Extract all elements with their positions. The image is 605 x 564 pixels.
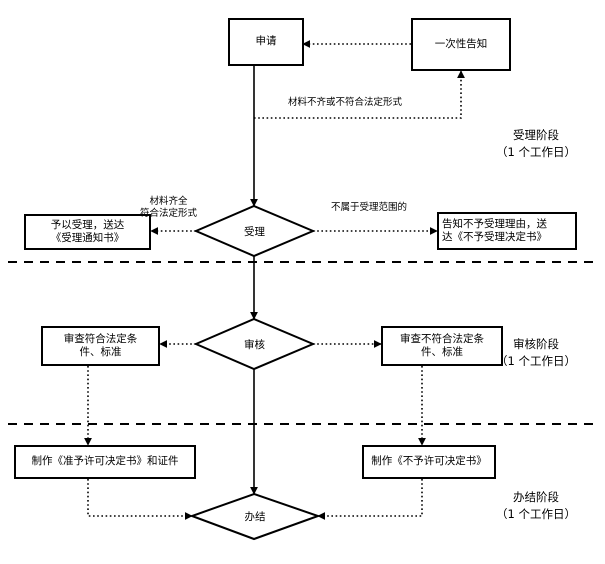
node-accept-no-line2: 达《不予受理决定书》 [442,231,547,243]
edge-label-incomplete-materials-text: 材料不齐或不符合法定形式 [288,97,403,108]
edge-label-out-of-scope: 不属于受理范围的 [331,202,407,214]
node-one-time-notice[interactable]: 一次性告知 [411,18,511,71]
stage-label-acceptance-duration: （1 个工作日） [496,145,576,160]
edge-approval-to-finish [87,479,193,520]
edge-label-complete-materials-line1: 材料齐全 [149,196,188,207]
node-accept-no-line1: 告知不予受理理由，送 [442,217,547,230]
node-one-time-notice-label: 一次性告知 [434,37,488,50]
node-review-fail-line1: 审查不符合法定条 [400,332,484,345]
node-accept-yes[interactable]: 予以受理，送达 《受理通知书》 [24,214,151,250]
node-review-pass-line2: 件、标准 [79,346,122,358]
decision-review[interactable]: 审核 [196,319,313,369]
edge-label-out-of-scope-text: 不属于受理范围的 [331,202,408,213]
node-accept-no[interactable]: 告知不予受理理由，送 达《不予受理决定书》 [437,212,577,250]
node-apply[interactable]: 申请 [228,18,304,66]
decision-finish-shape [189,492,322,541]
decision-finish-label: 办结 [244,511,266,523]
edge-label-incomplete-materials: 材料不齐或不符合法定形式 [288,97,402,109]
edge-label-complete-materials-line2: 符合法定形式 [140,208,198,220]
node-make-rejection[interactable]: 制作《不予许可决定书》 [362,445,496,479]
node-apply-label: 申请 [255,35,277,48]
stage-label-acceptance: 受理阶段 （1 个工作日） [496,127,576,162]
stage-label-review: 审核阶段 （1 个工作日） [496,336,576,371]
node-make-approval[interactable]: 制作《准予许可决定书》和证件 [14,445,196,479]
edge-accept-to-notice [254,70,465,119]
decision-accept[interactable]: 受理 [196,206,313,256]
node-accept-yes-line1: 予以受理，送达 [50,218,125,231]
decision-accept-shape [193,204,316,258]
stage-label-completion-name: 办结阶段 [512,490,559,504]
stage-label-acceptance-name: 受理阶段 [512,128,559,142]
decision-finish[interactable]: 办结 [192,494,318,539]
node-review-fail[interactable]: 审查不符合法定条 件、标准 [381,326,503,366]
node-review-pass[interactable]: 审查符合法定条 件、标准 [41,326,160,366]
node-accept-yes-line2: 《受理通知书》 [50,232,125,244]
edge-label-complete-materials: 材料齐全 符合法定形式 [140,196,197,221]
stage-label-completion: 办结阶段 （1 个工作日） [496,489,576,524]
node-review-pass-line1: 审查符合法定条 [63,332,138,345]
node-make-rejection-label: 制作《不予许可决定书》 [371,455,487,468]
decision-accept-label: 受理 [244,225,265,238]
stage-label-review-name: 审核阶段 [512,337,559,351]
decision-review-shape [193,317,316,371]
node-make-approval-label: 制作《准予许可决定书》和证件 [31,455,179,468]
edge-rejection-to-finish [317,479,423,520]
stage-label-review-duration: （1 个工作日） [496,354,576,369]
decision-review-label: 审核 [244,338,265,351]
stage-label-completion-duration: （1 个工作日） [496,507,576,522]
node-review-fail-line2: 件、标准 [421,346,463,358]
